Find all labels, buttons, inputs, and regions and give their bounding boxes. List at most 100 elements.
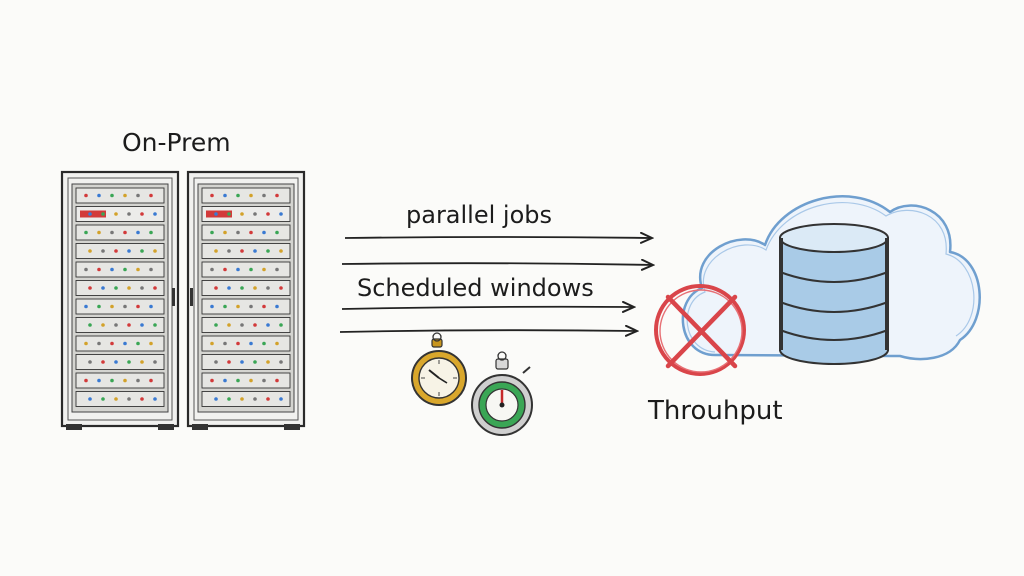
rack-unit bbox=[75, 354, 165, 370]
rack-led bbox=[227, 360, 231, 364]
rack-led bbox=[123, 267, 127, 272]
rack-led bbox=[240, 360, 244, 364]
rack-led bbox=[266, 360, 270, 364]
rack-led bbox=[279, 212, 283, 216]
parallel-jobs-label: parallel jobs bbox=[406, 201, 553, 229]
rack-led bbox=[136, 230, 140, 235]
rack-led bbox=[114, 323, 118, 327]
rack-led bbox=[149, 193, 153, 198]
rack-led bbox=[84, 230, 88, 235]
rack-led bbox=[110, 193, 114, 198]
rack-led bbox=[88, 397, 92, 401]
rack-led bbox=[123, 341, 127, 346]
rack-led bbox=[223, 341, 227, 346]
rack-led bbox=[136, 193, 140, 198]
prohibited-icon bbox=[654, 284, 746, 376]
rack-led bbox=[127, 397, 131, 401]
rack-led bbox=[140, 286, 144, 290]
stopwatch-gold-icon bbox=[411, 332, 467, 406]
rack-led bbox=[110, 230, 114, 235]
rack-led bbox=[88, 360, 92, 364]
rack-led bbox=[236, 341, 240, 346]
rack-led bbox=[101, 249, 105, 253]
rack-led bbox=[236, 230, 240, 235]
rack-unit bbox=[75, 224, 165, 241]
rack-led bbox=[149, 341, 153, 346]
stopwatch-green-icon bbox=[471, 351, 533, 436]
rack-led bbox=[214, 360, 218, 364]
rack-led bbox=[127, 212, 131, 216]
rack-unit bbox=[75, 261, 165, 278]
rack-led bbox=[275, 267, 279, 272]
rack-led bbox=[153, 212, 157, 216]
rack-unit bbox=[75, 335, 165, 352]
rack-led bbox=[240, 249, 244, 253]
arrow-right-icon bbox=[341, 263, 653, 265]
rack-led bbox=[227, 286, 231, 290]
rack-led bbox=[127, 360, 131, 364]
rack-led bbox=[253, 360, 257, 364]
rack-led bbox=[136, 378, 140, 383]
rack-led bbox=[279, 286, 283, 290]
arrow-right-icon bbox=[341, 307, 634, 309]
rack-led bbox=[210, 267, 214, 272]
rack-led bbox=[84, 378, 88, 383]
rack-led bbox=[114, 397, 118, 401]
rack-led bbox=[262, 267, 266, 272]
rack-unit bbox=[75, 280, 165, 296]
rack-led bbox=[153, 360, 157, 364]
rack-led bbox=[153, 323, 157, 327]
rack-led bbox=[249, 193, 253, 198]
rack-led bbox=[275, 230, 279, 235]
rack-led bbox=[140, 360, 144, 364]
rack-led bbox=[136, 341, 140, 346]
rack-unit bbox=[201, 298, 291, 315]
rack-led bbox=[149, 304, 153, 309]
rack-led bbox=[153, 286, 157, 290]
rack-led bbox=[101, 397, 105, 401]
rack-led bbox=[97, 304, 101, 309]
rack-led bbox=[101, 286, 105, 290]
rack-led bbox=[210, 304, 214, 309]
rack-led bbox=[110, 341, 114, 346]
rack-unit bbox=[75, 206, 165, 222]
rack-led bbox=[210, 193, 214, 198]
rack-unit bbox=[75, 298, 165, 315]
rack-unit bbox=[201, 243, 291, 259]
rack-led bbox=[223, 304, 227, 309]
rack-unit bbox=[201, 206, 291, 222]
rack-unit bbox=[75, 187, 165, 204]
rack-led bbox=[84, 193, 88, 198]
rack-unit-accent bbox=[80, 210, 106, 218]
rack-led bbox=[223, 378, 227, 383]
scheduled-windows-label: Scheduled windows bbox=[357, 274, 594, 302]
rack-led bbox=[136, 304, 140, 309]
rack-led bbox=[214, 212, 218, 216]
rack-unit bbox=[201, 372, 291, 389]
rack-led bbox=[88, 249, 92, 253]
rack-led bbox=[114, 360, 118, 364]
rack-led bbox=[140, 212, 144, 216]
rack-led bbox=[262, 378, 266, 383]
rack-led bbox=[140, 323, 144, 327]
rack-led bbox=[262, 193, 266, 198]
rack-unit bbox=[75, 317, 165, 333]
rack-led bbox=[110, 378, 114, 383]
server-rack-left-icon bbox=[60, 170, 180, 430]
rack-unit bbox=[201, 261, 291, 278]
rack-led bbox=[249, 304, 253, 309]
rack-led bbox=[249, 341, 253, 346]
rack-led bbox=[140, 249, 144, 253]
rack-led bbox=[227, 249, 231, 253]
rack-led bbox=[97, 193, 101, 198]
on-prem-label: On-Prem bbox=[122, 128, 231, 157]
rack-unit bbox=[201, 280, 291, 296]
rack-led bbox=[210, 341, 214, 346]
rack-unit bbox=[201, 391, 291, 407]
rack-led bbox=[101, 360, 105, 364]
rack-led bbox=[262, 304, 266, 309]
rack-led bbox=[262, 230, 266, 235]
rack-led bbox=[253, 397, 257, 401]
rack-unit bbox=[75, 243, 165, 259]
rack-led bbox=[140, 397, 144, 401]
